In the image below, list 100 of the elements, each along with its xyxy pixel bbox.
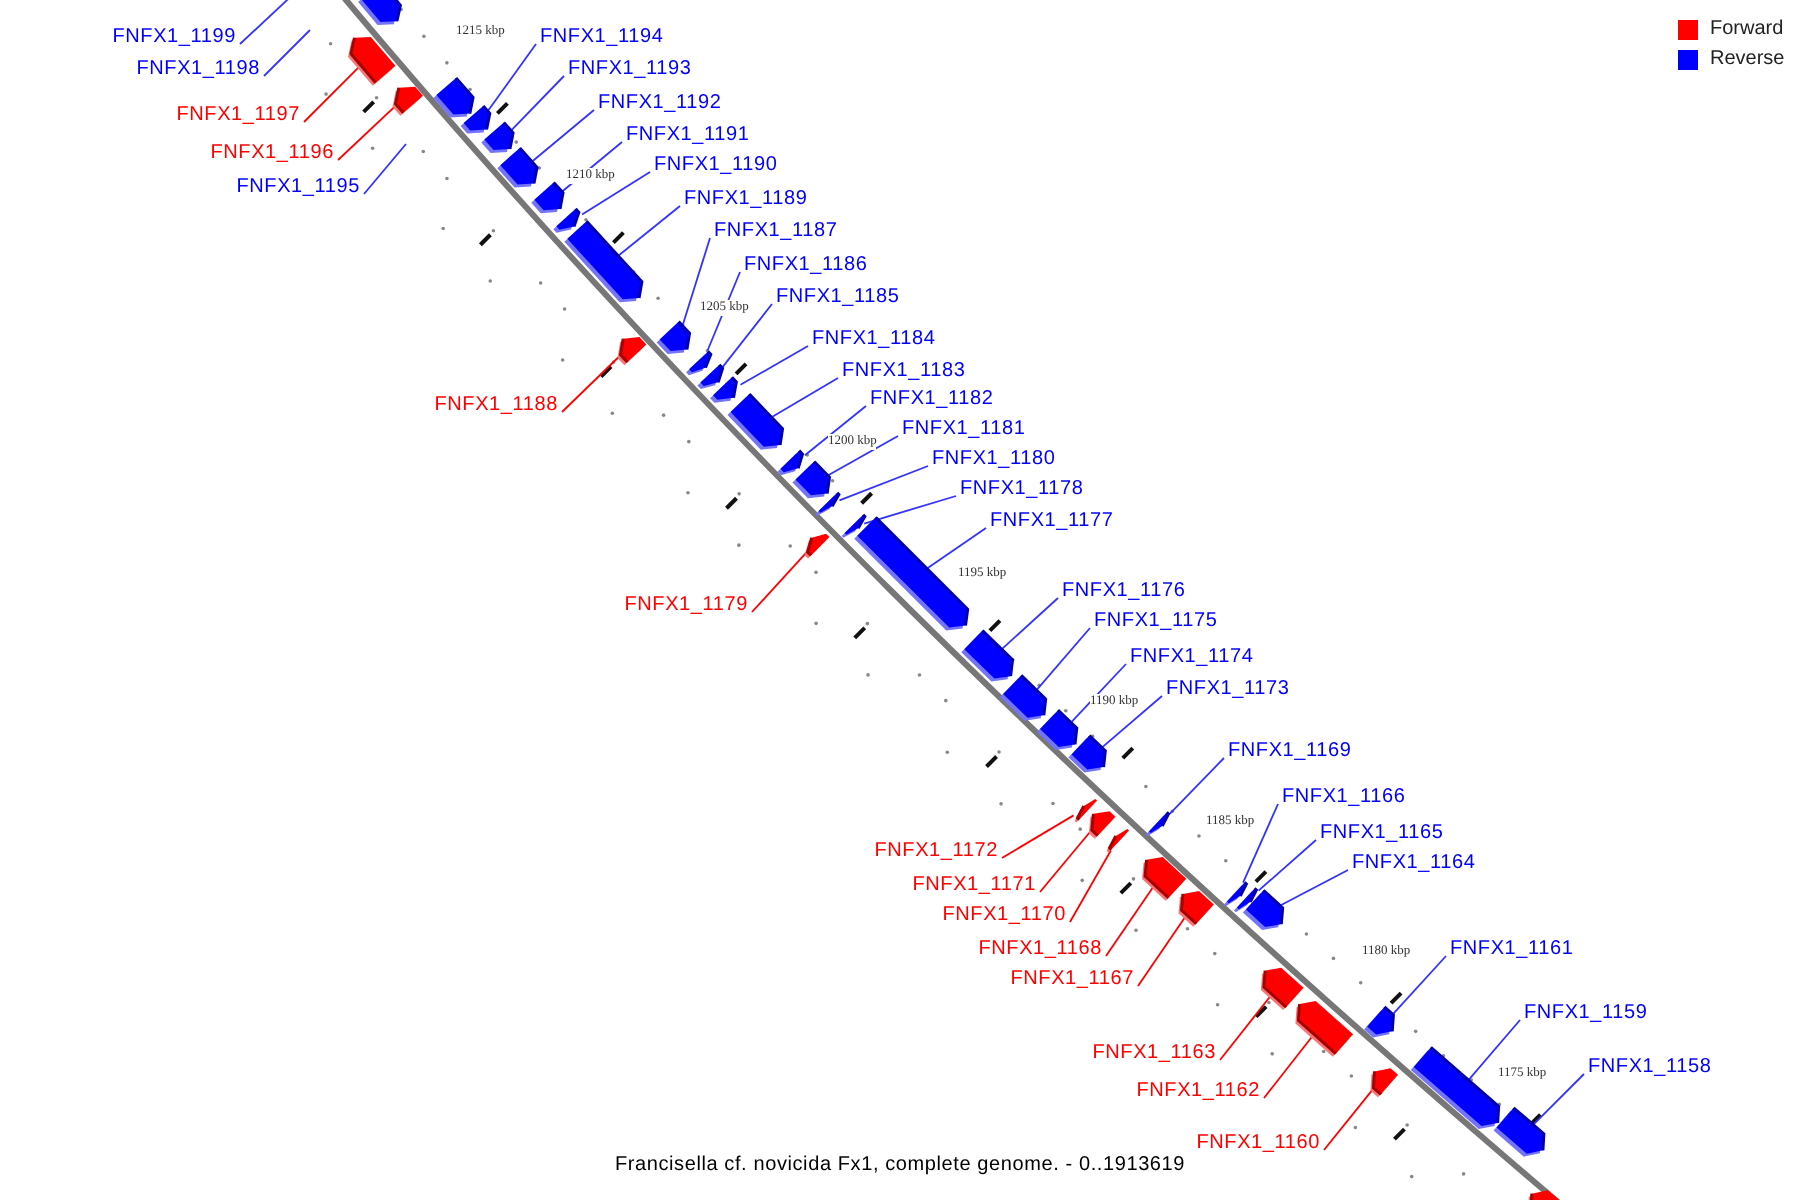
gene-label: FNFX1_1162 xyxy=(1136,1080,1260,1104)
gene-label: FNFX1_1167 xyxy=(1010,968,1134,992)
leader-line xyxy=(363,143,407,195)
gene-block xyxy=(348,36,396,86)
leader-line xyxy=(581,171,651,216)
leader-line xyxy=(263,29,311,77)
gene-block xyxy=(804,533,830,559)
gene-block xyxy=(358,0,402,25)
leader-line xyxy=(1219,994,1273,1061)
gene-label: FNFX1_1164 xyxy=(1352,852,1476,876)
gene-label: FNFX1_1189 xyxy=(684,188,808,212)
gene-label: FNFX1_1180 xyxy=(932,448,1056,472)
gene-label: FNFX1_1192 xyxy=(598,92,722,116)
leader-line xyxy=(1323,1088,1375,1151)
leader-line xyxy=(337,104,397,161)
leader-line xyxy=(510,75,565,131)
gene-label: FNFX1_1163 xyxy=(1092,1042,1216,1066)
leader-line xyxy=(1533,1073,1585,1125)
gene-block xyxy=(1037,709,1079,750)
gene-block xyxy=(1242,889,1285,930)
gene-label: FNFX1_1174 xyxy=(1130,646,1254,670)
leader-line xyxy=(1001,814,1075,859)
leader-line xyxy=(863,495,957,525)
gene-label: FNFX1_1198 xyxy=(136,58,260,82)
leader-line xyxy=(303,65,361,123)
leader-line xyxy=(751,551,808,613)
gene-block xyxy=(1493,1106,1546,1157)
gene-block xyxy=(1295,1001,1354,1057)
leader-line xyxy=(1105,884,1155,957)
gene-block xyxy=(564,220,644,303)
gene-label: FNFX1_1172 xyxy=(874,840,998,864)
gene-label: FNFX1_1168 xyxy=(978,938,1102,962)
leader-line xyxy=(487,43,537,112)
legend-label: Reverse xyxy=(1710,48,1785,72)
gene-block xyxy=(1260,967,1304,1011)
gene-block xyxy=(777,449,805,476)
leader-line xyxy=(1242,803,1279,884)
gene-block xyxy=(497,146,539,188)
leader-line xyxy=(1070,663,1127,723)
leader-line xyxy=(531,109,595,162)
leader-line xyxy=(1468,1019,1521,1081)
leader-line xyxy=(838,465,929,502)
gene-label: FNFX1_1165 xyxy=(1320,822,1444,846)
gene-label: FNFX1_1158 xyxy=(1588,1056,1712,1080)
gene-block xyxy=(531,181,565,214)
leader-line xyxy=(721,303,773,368)
gene-block xyxy=(1364,1005,1395,1038)
gene-label: FNFX1_1170 xyxy=(942,904,1066,928)
gene-label: FNFX1_1159 xyxy=(1524,1002,1648,1026)
gene-block xyxy=(433,76,475,118)
gene-block xyxy=(1145,811,1171,837)
gene-block xyxy=(686,350,713,376)
gene-label: FNFX1_1175 xyxy=(1094,610,1218,634)
gene-block xyxy=(727,393,785,450)
gene-block xyxy=(961,629,1015,682)
gene-block xyxy=(1410,1046,1501,1130)
caption: Francisella cf. novicida Fx1, complete genome. - 0..1913619 xyxy=(614,1154,1186,1176)
gene-block xyxy=(617,337,647,366)
gene-block xyxy=(1370,1068,1399,1098)
gene-block xyxy=(392,86,424,116)
gene-label: FNFX1_1199 xyxy=(112,26,236,50)
gene-label: FNFX1_1161 xyxy=(1450,938,1574,962)
leader-line xyxy=(1036,627,1091,691)
gene-label: FNFX1_1176 xyxy=(1062,580,1186,604)
leader-line xyxy=(1039,829,1092,893)
gene-label: FNFX1_1179 xyxy=(624,594,748,618)
leader-line xyxy=(771,377,839,418)
leader-line xyxy=(1001,597,1059,650)
gene-block xyxy=(1088,811,1116,839)
gene-block xyxy=(1068,734,1107,773)
leader-line xyxy=(1069,849,1112,923)
gene-block xyxy=(1106,828,1130,853)
gene-label: FNFX1_1166 xyxy=(1282,786,1406,810)
gene-label: FNFX1_1194 xyxy=(540,26,664,50)
leader-line xyxy=(804,405,867,457)
gene-block xyxy=(1000,674,1048,721)
gene-block xyxy=(553,207,581,233)
gene-label: FNFX1_1183 xyxy=(842,360,966,384)
gene-label: FNFX1_1197 xyxy=(176,104,300,128)
gene-block xyxy=(460,104,492,134)
leader-line xyxy=(1137,914,1187,987)
leader-line xyxy=(1101,695,1163,748)
leader-line xyxy=(1168,757,1225,815)
gene-block xyxy=(1178,891,1214,927)
gene-label: FNFX1_1182 xyxy=(870,388,994,412)
gene-label: FNFX1_1195 xyxy=(236,176,360,200)
gene-label: FNFX1_1171 xyxy=(912,874,1036,898)
gene-block xyxy=(792,460,832,499)
gene-block xyxy=(481,121,515,154)
leader-line xyxy=(1392,955,1447,1015)
gene-label: FNFX1_1184 xyxy=(812,328,936,352)
gene-block xyxy=(1528,1190,1565,1200)
leader-line xyxy=(561,354,621,413)
leader-line xyxy=(926,527,987,569)
gene-block xyxy=(710,376,738,403)
gene-label: FNFX1_1193 xyxy=(568,58,692,82)
gene-label: FNFX1_1187 xyxy=(714,220,838,244)
gene-block xyxy=(656,320,692,355)
gene-label: FNFX1_1186 xyxy=(744,254,868,278)
leader-line xyxy=(1263,1034,1315,1099)
